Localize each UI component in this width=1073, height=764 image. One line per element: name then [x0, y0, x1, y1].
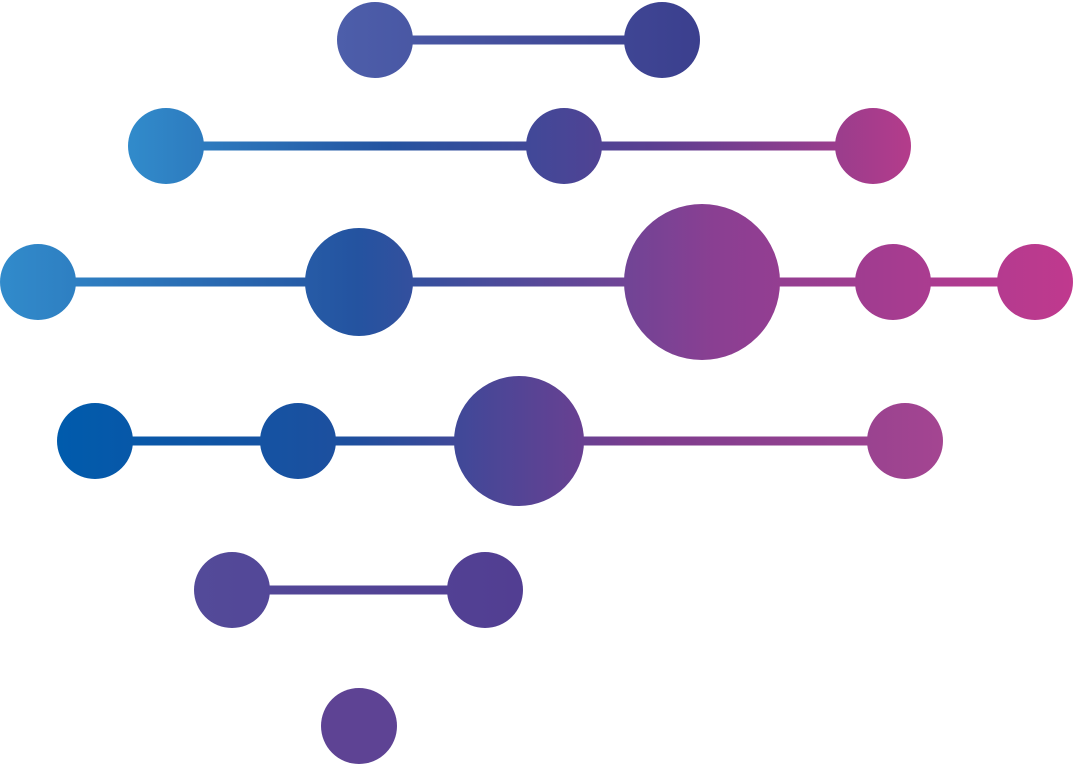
row-1-node-1-dot: [337, 2, 413, 78]
row-4-node-4-dot: [867, 403, 943, 479]
row-3-node-2-dot: [305, 228, 413, 336]
row-3-node-4-dot: [855, 244, 931, 320]
row-5-node-2-dot: [447, 552, 523, 628]
row-5-node-1-dot: [194, 552, 270, 628]
row-4-node-2-dot: [260, 403, 336, 479]
row-4-node-3-dot: [454, 376, 584, 506]
row-2: [128, 108, 911, 184]
row-4: [57, 376, 943, 506]
row-1: [337, 2, 700, 78]
row-3-node-1-dot: [0, 244, 76, 320]
row-4-node-1-dot: [57, 403, 133, 479]
row-2-node-2-dot: [526, 108, 602, 184]
row-6: [321, 688, 397, 764]
row-2-node-1-dot: [128, 108, 204, 184]
row-5: [194, 552, 523, 628]
row-3-node-5-dot: [997, 244, 1073, 320]
row-1-node-2-dot: [624, 2, 700, 78]
row-6-node-1-dot: [321, 688, 397, 764]
row-3: [0, 204, 1073, 360]
row-2-node-3-dot: [835, 108, 911, 184]
row-3-node-3-dot: [624, 204, 780, 360]
